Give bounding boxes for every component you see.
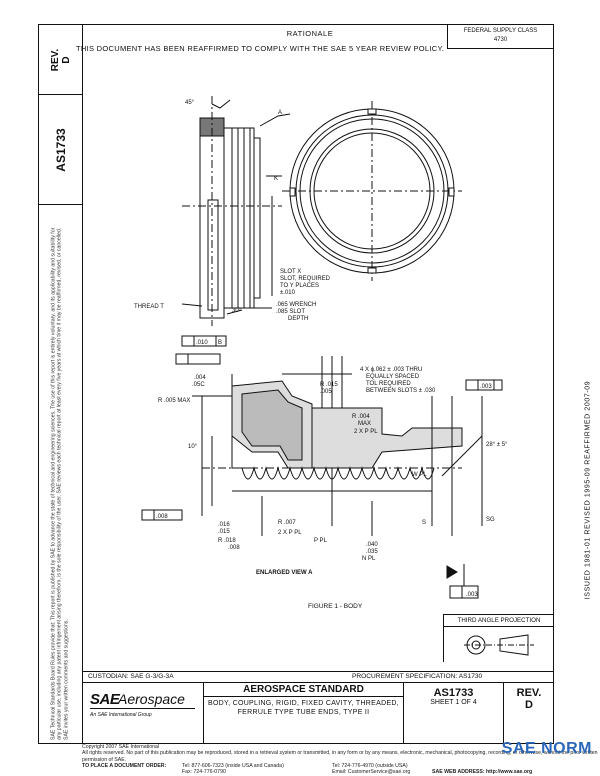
title-block: SAE Aerospace An SAE International Group… [82,683,554,744]
third-angle-label: THIRD ANGLE PROJECTION [444,615,554,627]
label-008: .008 [156,514,168,520]
label-sg: SG [486,517,495,523]
label-ref-b: B [218,340,222,346]
logo-sae: SAE [90,691,120,708]
left-rev-value: D [60,55,72,64]
doc-number: AS1733 [433,687,474,699]
label-holes3: TOL REQUIRED [366,381,411,387]
label-45: 45° [185,100,195,106]
fax: Fax: 724-776-0790 [182,768,226,775]
left-column: REV. D AS1733 SAE Technical Standards Bo… [39,25,83,743]
drawing-frame: REV. D AS1733 SAE Technical Standards Bo… [38,24,554,744]
label-r004: R .004 [352,414,370,420]
label-slot4: ±.010 [280,290,296,296]
end-view [282,101,462,281]
enlarged-view-caption: ENLARGED VIEW A [256,570,313,576]
label-003b: .003 [466,592,478,598]
label-holes4: BETWEEN SLOTS ± .030 [366,388,436,394]
disclaimer-text: SAE Technical Standards Board Rules prov… [50,227,70,740]
federal-supply-value: 4730 [493,37,508,43]
label-slot: SLOT X [280,269,301,275]
tel-1: Tel: 877-606-7323 (inside USA and Canada… [182,762,284,769]
enlarged-section [192,356,483,536]
label-r007: R .007 [278,520,296,526]
label-max: MAX [358,421,371,427]
label-thread: THREAD T [134,304,164,310]
left-doc-number: AS1733 [53,127,68,172]
label-wrench: .065 WRENCH [276,302,316,308]
label-holes2: EQUALLY SPACED [366,374,420,380]
custodian-text: CUSTODIAN: SAE G-3/G-3A [88,673,174,680]
label-s: S [422,520,426,526]
disclaimer-block: SAE Technical Standards Board Rules prov… [45,215,75,745]
label-slot3: TO Y PLACES [280,283,319,289]
label-wrench2: .085 SLOT [276,309,305,315]
label-ppl: P PL [314,538,328,544]
left-rev-box: REV. D [39,25,82,95]
description-line2: FERRULE TYPE TUBE ENDS, TYPE II [237,709,370,716]
label-npl: N PL [362,556,376,562]
label-28: 28° ± 5° [486,442,508,448]
issue-dates: ISSUED 1981-01 REVISED 1995-09 REAFFIRME… [578,380,598,600]
email: Email: CustomerService@sae.org [332,768,411,775]
label-004: .004 [194,375,206,381]
third-angle-projection-box: THIRD ANGLE PROJECTION [443,614,554,662]
label-r018: R .018 [218,538,236,544]
label-003: .003 [480,384,492,390]
description-line1: BODY, COUPLING, RIGID, FIXED CAVITY, THR… [207,700,400,707]
logo-subtitle: An SAE International Group [90,712,152,718]
label-015b: .015 [218,529,230,535]
standard-heading: AEROSPACE STANDARD [204,683,403,697]
label-10deg: 10° [188,444,198,450]
rationale-text: THIS DOCUMENT HAS BEEN REAFFIRMED TO COM… [76,44,445,53]
procurement-text: PROCUREMENT SPECIFICATION: AS1730 [352,673,483,680]
rev-value: D [525,699,533,711]
rights-text: All rights reserved. No part of this pub… [82,750,598,763]
footer: Copyright 2007 SAE International All rig… [82,744,600,776]
label-r005: R .005 MAX [158,398,190,404]
label-holes: 4 X ϕ.062 ± .003 THRU [360,367,422,373]
projection-symbol-icon [464,634,534,656]
custodian-row: CUSTODIAN: SAE G-3/G-3A PROCUREMENT SPEC… [82,671,554,683]
sae-logo: SAE Aerospace An SAE International Group [82,683,204,744]
label-008b: .008 [228,545,240,551]
left-rev-label: REV. [49,48,61,71]
rev-label: REV. [516,687,542,699]
technical-drawing: 45° A K SLOT X SLOT, REQUIRED TO Y PLACE… [134,96,508,610]
web-address: SAE WEB ADDRESS: http://www.sae.org [432,768,533,775]
label-2xppl-b: 2 X P PL [278,530,302,536]
issue-dates-text: ISSUED 1981-01 REVISED 1995-09 REAFFIRME… [584,380,592,600]
label-depth: DEPTH [288,316,308,322]
order-label: TO PLACE A DOCUMENT ORDER: [82,762,167,769]
label-r005b: .005 [320,389,332,395]
federal-supply-class-box: FEDERAL SUPPLY CLASS 4730 [447,25,553,49]
watermark-logo: SAE NORM [501,740,592,757]
sheet-number: SHEET 1 OF 4 [430,699,477,706]
federal-supply-label: FEDERAL SUPPLY CLASS [463,28,538,34]
label-k: K [274,176,278,182]
label-05c: .05C [192,382,205,388]
label-2xppl: 2 X P PL [354,429,378,435]
label-30: 30° [232,308,242,314]
label-035: .035 [366,549,378,555]
rationale-title: RATIONALE [286,29,334,38]
rev-box: REV. D [504,683,554,744]
description: BODY, COUPLING, RIGID, FIXED CAVITY, THR… [204,697,403,717]
standard-title-box: AEROSPACE STANDARD BODY, COUPLING, RIGID… [204,683,404,744]
left-docno-box: AS1733 [39,95,82,205]
figure-caption: FIGURE 1 - BODY [308,603,363,610]
label-ref-a: A [278,110,282,116]
side-view [181,96,291,326]
label-016: .016 [218,522,230,528]
label-slot2: SLOT, REQUIRED [280,276,331,282]
copyright: Copyright 2007 SAE International [82,744,159,750]
label-010: .010 [196,340,208,346]
doc-number-box: AS1733 SHEET 1 OF 4 [404,683,504,744]
logo-aerospace: Aerospace [118,691,185,707]
label-040: .040 [366,542,378,548]
label-wpl: W PL [412,472,427,478]
tel-2: Tel: 724-776-4970 (outside USA) [332,762,408,769]
label-r015: R .015 [320,382,338,388]
